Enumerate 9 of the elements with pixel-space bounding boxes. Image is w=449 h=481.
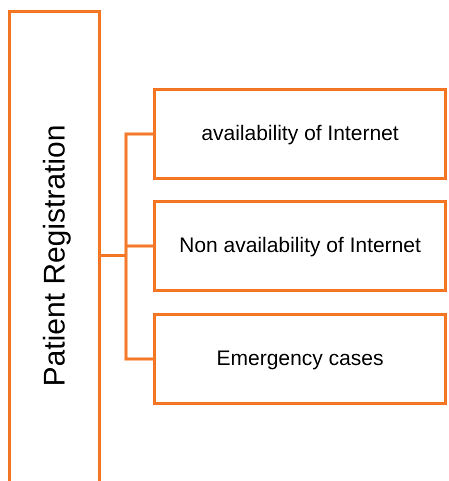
- option-label: Emergency cases: [216, 346, 384, 372]
- category-title: Patient Registration: [37, 124, 72, 386]
- option-box: [153, 313, 447, 405]
- option-box: [153, 200, 447, 292]
- option-label: Non availability of Internet: [178, 233, 422, 259]
- option-box: [153, 88, 447, 180]
- option-label: availability of Internet: [200, 121, 400, 147]
- category-box: [8, 10, 101, 481]
- connector-line: [101, 254, 153, 360]
